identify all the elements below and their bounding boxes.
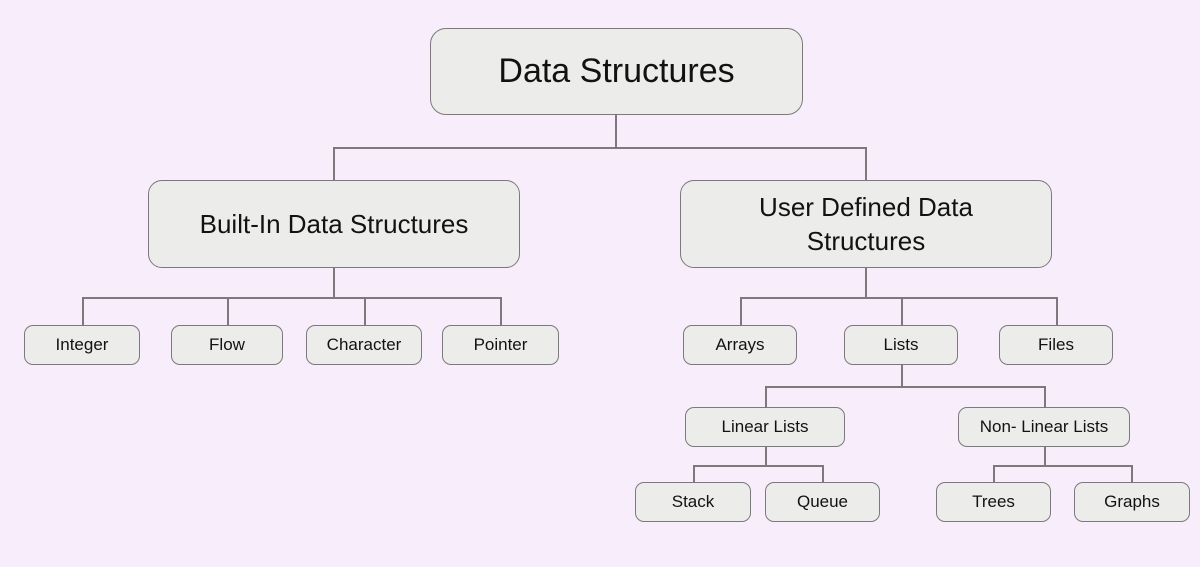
connector bbox=[1044, 447, 1046, 465]
node-label: Data Structures bbox=[498, 52, 735, 90]
connector bbox=[865, 268, 867, 297]
node-label: Flow bbox=[209, 335, 245, 354]
node-pointer: Pointer bbox=[442, 325, 559, 365]
connector bbox=[1131, 465, 1133, 482]
node-label: Character bbox=[326, 335, 402, 354]
connector bbox=[615, 115, 617, 147]
node-files: Files bbox=[999, 325, 1113, 365]
connector bbox=[333, 147, 335, 180]
connector bbox=[901, 365, 903, 386]
connector bbox=[993, 465, 995, 482]
node-label: Non- Linear Lists bbox=[979, 417, 1109, 436]
node-trees: Trees bbox=[936, 482, 1051, 522]
connector bbox=[693, 465, 823, 467]
connector bbox=[693, 465, 695, 482]
node-integer: Integer bbox=[24, 325, 140, 365]
connector bbox=[1044, 386, 1046, 407]
connector bbox=[740, 297, 742, 325]
node-queue: Queue bbox=[765, 482, 880, 522]
node-lists: Lists bbox=[844, 325, 958, 365]
node-label: Trees bbox=[972, 492, 1015, 511]
connector bbox=[765, 386, 1045, 388]
connector bbox=[364, 297, 366, 325]
connector bbox=[333, 147, 866, 149]
node-label: Integer bbox=[55, 335, 109, 354]
node-non-linear-lists: Non- Linear Lists bbox=[958, 407, 1130, 447]
node-label: Pointer bbox=[473, 335, 528, 354]
node-built-in-data-structures: Built-In Data Structures bbox=[148, 180, 520, 268]
node-label: Built-In Data Structures bbox=[199, 208, 469, 239]
node-label: Linear Lists bbox=[721, 417, 809, 436]
node-flow: Flow bbox=[171, 325, 283, 365]
connector bbox=[901, 297, 903, 325]
node-label: Files bbox=[1038, 335, 1074, 354]
node-label: Stack bbox=[671, 492, 715, 511]
node-label: Graphs bbox=[1104, 492, 1160, 511]
node-label: Queue bbox=[796, 492, 849, 511]
connector bbox=[822, 465, 824, 482]
connector bbox=[740, 297, 1057, 299]
node-label: User Defined Data Structures bbox=[759, 191, 973, 256]
node-character: Character bbox=[306, 325, 422, 365]
node-linear-lists: Linear Lists bbox=[685, 407, 845, 447]
connector bbox=[82, 297, 84, 325]
connector bbox=[765, 447, 767, 465]
connector bbox=[765, 386, 767, 407]
connector bbox=[500, 297, 502, 325]
node-data-structures: Data Structures bbox=[430, 28, 803, 115]
node-stack: Stack bbox=[635, 482, 751, 522]
node-label: Lists bbox=[883, 335, 919, 354]
connector bbox=[333, 268, 335, 297]
connector bbox=[993, 465, 1132, 467]
node-label: Arrays bbox=[715, 335, 765, 354]
connector bbox=[865, 147, 867, 180]
connector bbox=[1056, 297, 1058, 325]
connector bbox=[227, 297, 229, 325]
connector bbox=[82, 297, 501, 299]
node-graphs: Graphs bbox=[1074, 482, 1190, 522]
node-user-defined-data-structures: User Defined Data Structures bbox=[680, 180, 1052, 268]
node-arrays: Arrays bbox=[683, 325, 797, 365]
